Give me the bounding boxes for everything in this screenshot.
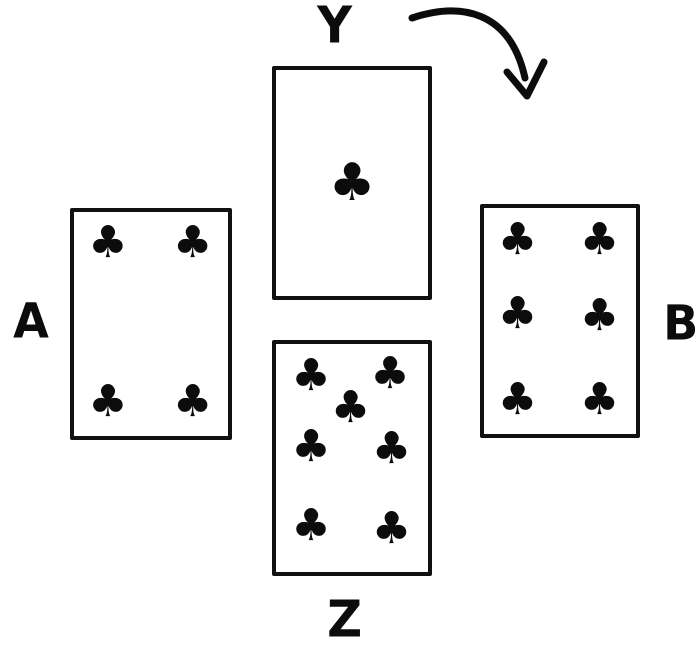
club-pip-icon: ♣: [371, 422, 412, 474]
club-pip-icon: ♣: [291, 349, 331, 401]
label-south-player: Z: [327, 589, 363, 649]
card-north-ace-of-clubs: ♣: [272, 66, 432, 300]
club-pip-icon: ♣: [291, 420, 331, 472]
card-south-seven-of-clubs: ♣♣♣♣♣♣♣: [272, 340, 432, 576]
club-pip-icon: ♣: [579, 374, 620, 426]
club-pip-icon: ♣: [497, 374, 538, 426]
club-pip-icon: ♣: [579, 290, 620, 342]
club-pip-icon: ♣: [579, 213, 620, 265]
club-pip-icon: ♣: [328, 153, 376, 213]
label-north-player: Y: [317, 0, 353, 55]
club-pip-icon: ♣: [172, 376, 213, 428]
club-pip-icon: ♣: [370, 347, 410, 399]
label-east-player: B: [663, 295, 699, 352]
label-west-player: A: [13, 293, 49, 350]
club-pip-icon: ♣: [330, 381, 371, 433]
club-pip-icon: ♣: [291, 500, 331, 552]
club-pip-icon: ♣: [497, 213, 538, 265]
club-pip-icon: ♣: [172, 217, 213, 269]
club-pip-icon: ♣: [88, 376, 128, 428]
card-west-four-of-clubs: ♣ ♣ ♣ ♣: [70, 208, 232, 440]
club-pip-icon: ♣: [371, 502, 412, 554]
club-pip-icon: ♣: [497, 288, 538, 340]
card-east-six-of-clubs: ♣ ♣ ♣ ♣ ♣ ♣: [480, 204, 640, 438]
club-pip-icon: ♣: [88, 217, 128, 269]
curved-arrow-icon: [408, 7, 548, 100]
